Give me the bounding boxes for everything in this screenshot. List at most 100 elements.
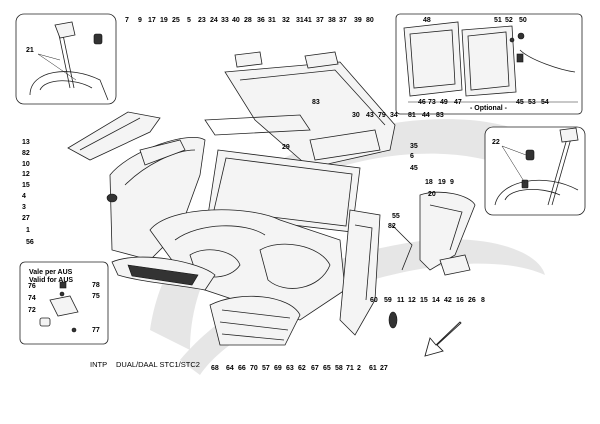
callout-left-column-5: 4 (22, 193, 26, 200)
callout-bottom-row-6: 63 (286, 365, 294, 372)
optional-label: - Optional - (470, 105, 508, 112)
callout-left-column-6: 3 (22, 204, 26, 211)
callout-top-row-10: 28 (244, 17, 252, 24)
callout-center-14: 19 (438, 179, 446, 186)
callout-left-column-2: 10 (22, 161, 30, 168)
callout-center-11: 29 (282, 144, 290, 151)
aus-title-line1: Vale per AUS (29, 269, 73, 276)
callout-top-row-8: 33 (221, 17, 229, 24)
callout-bottom-row-13: 61 (369, 365, 377, 372)
callout-bottom-row-11: 71 (346, 365, 354, 372)
callout-optional-box-6: 49 (440, 99, 448, 106)
callout-bottom-row-5: 69 (274, 365, 282, 372)
callout-bottom-row-9: 65 (323, 365, 331, 372)
callout-top-row-14: 31 (296, 17, 304, 24)
callout-top-row-1: 9 (138, 17, 142, 24)
rear-floor-tub (149, 209, 346, 321)
callout-bottom-row-1: 64 (226, 365, 234, 372)
callout-top-row-18: 37 (339, 17, 347, 24)
callout-center-15: 9 (450, 179, 454, 186)
callout-center-5: 81 (408, 112, 416, 119)
callout-center-10: 45 (410, 165, 418, 172)
callout-aus-inset-4: 77 (92, 327, 100, 334)
callout-top-inset-0: 21 (26, 47, 34, 54)
callout-top-row-2: 17 (148, 17, 156, 24)
callout-aus-inset-3: 72 (28, 307, 36, 314)
callout-optional-box-1: 51 (494, 17, 502, 24)
floor-mat-left (111, 256, 216, 291)
optional-kit-inset (395, 13, 583, 115)
callout-optional-box-9: 53 (528, 99, 536, 106)
callout-aus-inset-0: 78 (92, 282, 100, 289)
callout-optional-box-3: 50 (519, 17, 527, 24)
callout-top-row-4: 25 (172, 17, 180, 24)
callout-optional-box-4: 46 (418, 99, 426, 106)
callout-top-row-12: 31 (268, 17, 276, 24)
callout-center-1: 30 (352, 112, 360, 119)
callout-top-row-9: 40 (232, 17, 240, 24)
callout-center-0: 83 (312, 99, 320, 106)
callout-center-2: 43 (366, 112, 374, 119)
callout-top-row-13: 32 (282, 17, 290, 24)
callout-optional-box-2: 52 (505, 17, 513, 24)
left-side-trim (67, 111, 206, 261)
callout-bottom-right-9: 8 (481, 297, 485, 304)
callout-left-column-9: 56 (26, 239, 34, 246)
callout-center-6: 44 (422, 112, 430, 119)
callout-bottom-right-4: 15 (420, 297, 428, 304)
callout-bottom-right-6: 42 (444, 297, 452, 304)
right-side-trim (339, 191, 476, 336)
callout-center-17: 82 (388, 223, 396, 230)
callout-center-9: 6 (410, 153, 414, 160)
callout-center-8: 35 (410, 143, 418, 150)
callout-bottom-row-7: 62 (298, 365, 306, 372)
callout-left-column-8: 1 (26, 227, 30, 234)
callout-aus-inset-2: 74 (28, 295, 36, 302)
callout-optional-box-10: 54 (541, 99, 549, 106)
callout-center-7: 83 (436, 112, 444, 119)
caption-intp: INTP (90, 360, 107, 369)
callout-left-column-3: 12 (22, 171, 30, 178)
callout-bottom-right-1: 59 (384, 297, 392, 304)
callout-center-4: 34 (390, 112, 398, 119)
callout-bottom-right-2: 11 (397, 297, 405, 304)
callout-top-row-7: 24 (210, 17, 218, 24)
callout-center-13: 20 (428, 191, 436, 198)
callout-top-row-17: 38 (328, 17, 336, 24)
callout-bottom-row-10: 58 (335, 365, 343, 372)
callout-top-row-0: 7 (125, 17, 129, 24)
callout-top-row-19: 39 (354, 17, 362, 24)
callout-bottom-row-2: 66 (238, 365, 246, 372)
callout-top-row-5: 5 (187, 17, 191, 24)
callout-center-16: 55 (392, 213, 400, 220)
direction-arrow (424, 321, 462, 357)
callout-bottom-row-14: 27 (380, 365, 388, 372)
callout-optional-box-5: 73 (428, 99, 436, 106)
callout-bottom-right-5: 14 (432, 297, 440, 304)
callout-left-column-0: 13 (22, 139, 30, 146)
callout-bottom-right-7: 16 (456, 297, 464, 304)
callout-top-row-20: 80 (366, 17, 374, 24)
callout-left-column-4: 15 (22, 182, 30, 189)
callout-top-row-11: 36 (257, 17, 265, 24)
aus-title-line2: Valid for AUS (29, 277, 73, 284)
callout-top-row-16: 37 (316, 17, 324, 24)
callout-center-12: 18 (425, 179, 433, 186)
parcel-shelf (204, 51, 396, 169)
callout-bottom-row-12: 2 (357, 365, 361, 372)
callout-bottom-right-8: 26 (468, 297, 476, 304)
callout-aus-inset-1: 75 (92, 293, 100, 300)
callout-top-row-15: 41 (304, 17, 312, 24)
callout-bottom-row-3: 70 (250, 365, 258, 372)
callout-center-3: 79 (378, 112, 386, 119)
callout-optional-box-8: 45 (516, 99, 524, 106)
callout-aus-inset-5: 76 (28, 283, 36, 290)
callout-bottom-row-8: 67 (311, 365, 319, 372)
callout-left-column-7: 27 (22, 215, 30, 222)
callout-optional-box-0: 48 (423, 17, 431, 24)
callout-left-column-1: 82 (22, 150, 30, 157)
caption-dual: DUAL/DAAL STC1/STC2 (116, 360, 200, 369)
callout-top-row-6: 23 (198, 17, 206, 24)
